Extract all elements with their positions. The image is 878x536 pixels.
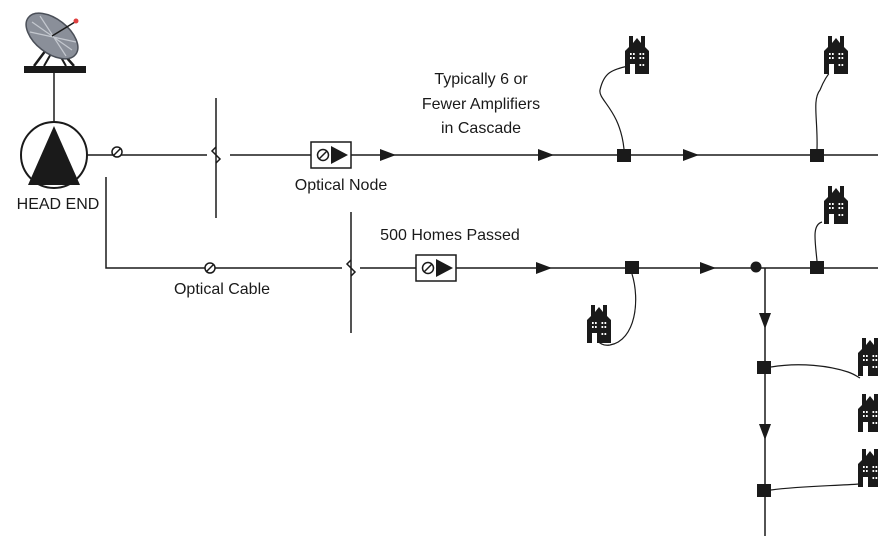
wiring [53, 73, 878, 536]
optical-node-icon [415, 254, 457, 282]
line-break-marker-upper [210, 98, 222, 218]
line-break-marker-lower [345, 212, 357, 333]
house-icon [625, 36, 649, 74]
cascade-label-line2: Fewer Amplifiers [422, 96, 540, 113]
head-end-label: HEAD END [17, 196, 100, 213]
satellite-dish-icon [24, 12, 86, 73]
amplifier-triangle-icon [700, 262, 716, 274]
house-icon [858, 338, 878, 376]
amplifier-triangle-icon [380, 149, 396, 161]
house-icon [824, 36, 848, 74]
amplifier-triangle-icon [759, 424, 771, 440]
tap-square-icon [617, 149, 631, 162]
homes-passed-label: 500 Homes Passed [380, 227, 520, 244]
optical-cable-label: Optical Cable [174, 281, 270, 298]
drop-cables [596, 65, 861, 491]
house-icon [858, 394, 878, 432]
amplifier-triangle-icon [536, 262, 552, 274]
tap-square-icon [757, 361, 771, 374]
amplifier-triangle-icon [759, 313, 771, 329]
optical-connector-icon [204, 262, 216, 274]
cascade-label-line3: in Cascade [441, 120, 521, 137]
tap-square-icon [625, 261, 639, 274]
tap-square-icon [810, 261, 824, 274]
cascade-label-line1: Typically 6 or [434, 71, 528, 88]
optical-node-icon [310, 141, 352, 169]
splitter-dot-icon [750, 261, 762, 273]
head-end-triangle-icon [20, 121, 88, 189]
tap-square-icon [810, 149, 824, 162]
optical-connector-icon [111, 146, 123, 158]
house-icon [858, 449, 878, 487]
house-icon [587, 305, 611, 343]
tap-square-icon [757, 484, 771, 497]
amplifier-triangle-icon [538, 149, 554, 161]
optical-node-label: Optical Node [295, 177, 388, 194]
amplifier-triangle-icon [683, 149, 699, 161]
house-icon [824, 186, 848, 224]
